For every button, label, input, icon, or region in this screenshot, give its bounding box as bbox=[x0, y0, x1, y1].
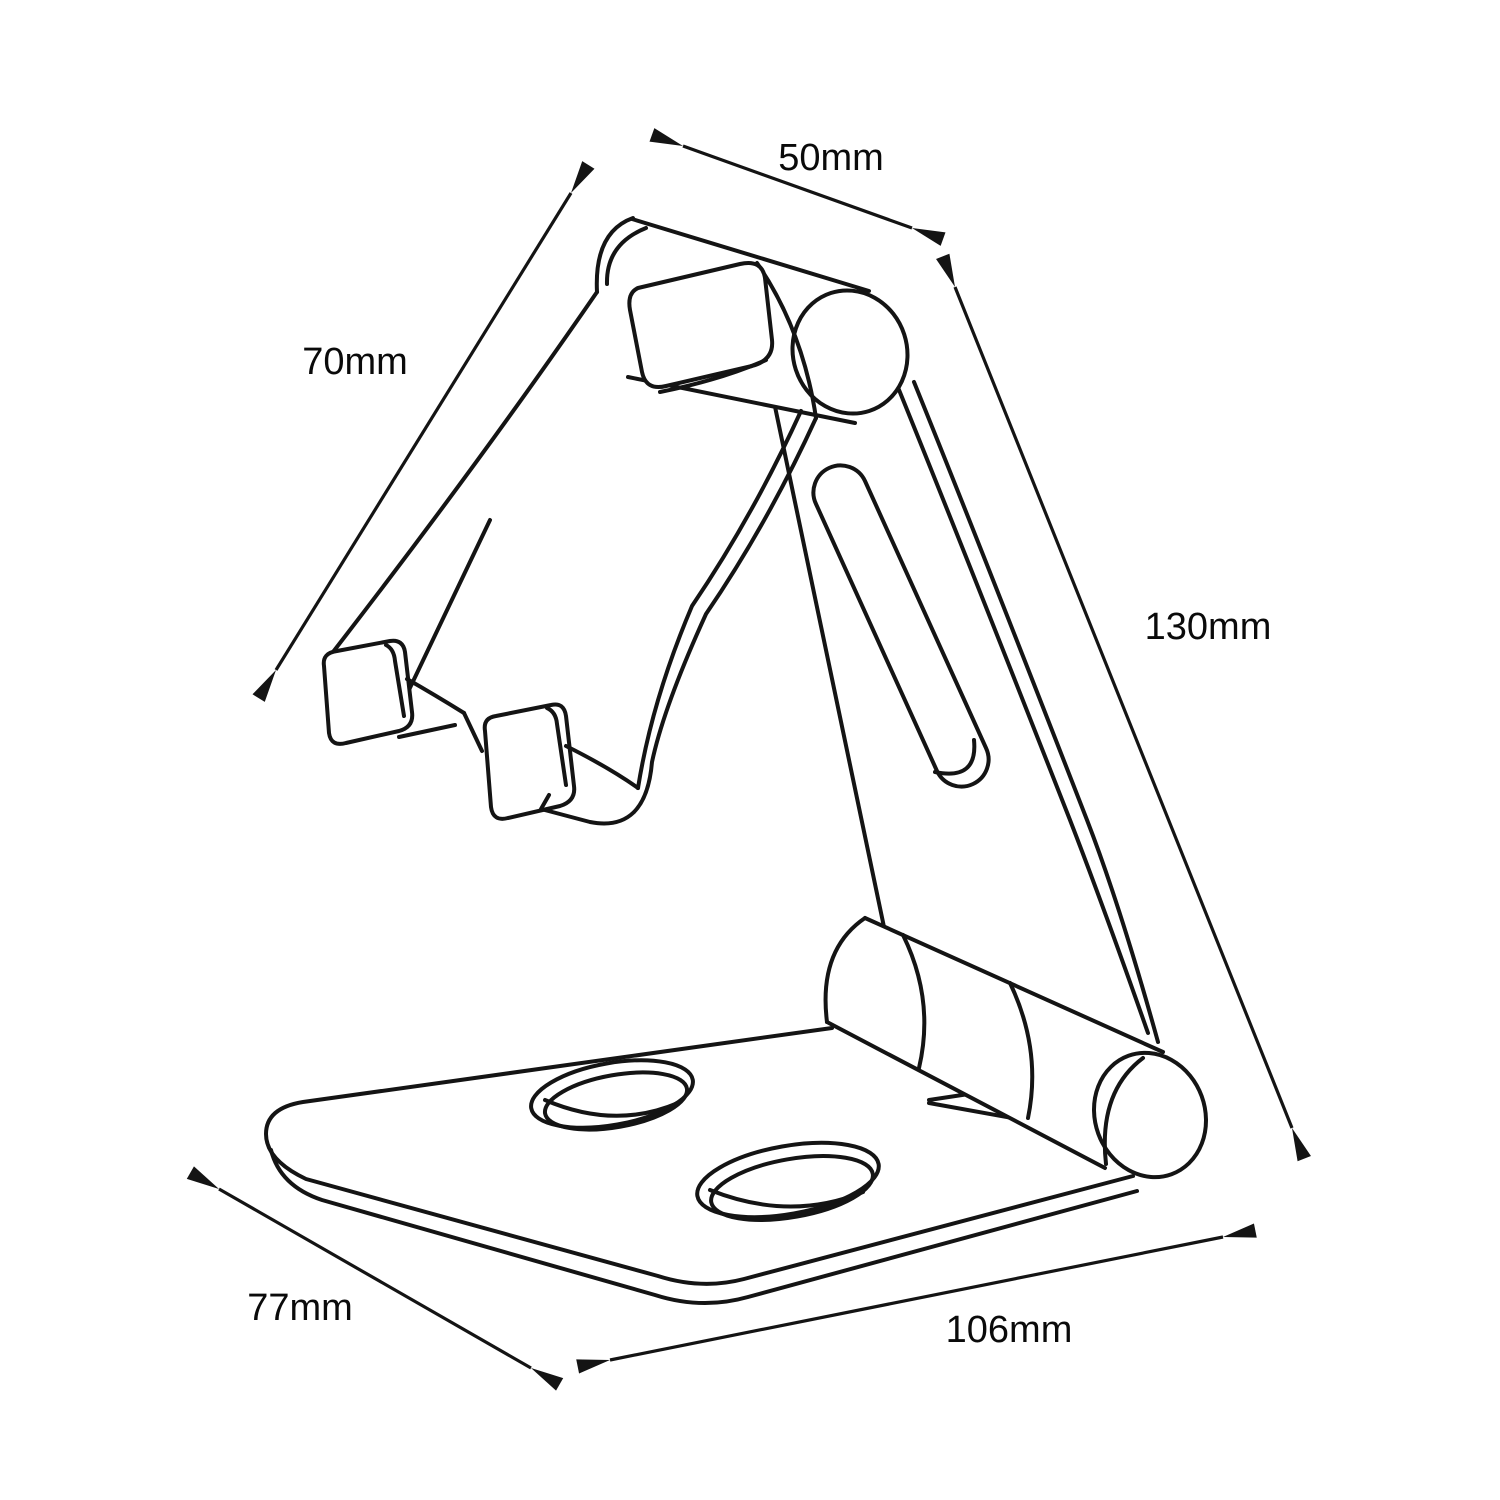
dimension-arrow-77mm bbox=[186, 1166, 564, 1391]
front-plate-lip-crease bbox=[405, 518, 492, 696]
dimension-arrow-50mm bbox=[649, 128, 946, 246]
dimension-arrow-130mm bbox=[936, 253, 1311, 1162]
bottom-hinge-segment-line-1 bbox=[901, 933, 927, 1070]
dimension-label-70mm: 70mm bbox=[302, 341, 408, 383]
dimension-base-depth: 77mm bbox=[186, 1166, 564, 1391]
base-hole-lower bbox=[695, 1140, 881, 1222]
dimension-hinge-width: 50mm bbox=[649, 128, 946, 246]
hook-tab-left bbox=[321, 638, 484, 753]
top-hinge bbox=[612, 217, 910, 425]
phone-hooks bbox=[321, 638, 640, 821]
front-plate-fold-outer bbox=[594, 216, 635, 294]
dimension-callouts: 50mm 70mm 130mm 77mm 106mm bbox=[186, 128, 1311, 1391]
base-hole-upper bbox=[529, 1058, 695, 1132]
bottom-hinge-left-end bbox=[823, 916, 867, 1024]
top-hinge-wrap-edge bbox=[755, 261, 818, 420]
front-plate-right-edge-outer bbox=[539, 416, 818, 826]
dimension-label-106mm: 106mm bbox=[946, 1309, 1073, 1351]
back-leg-left-edge bbox=[767, 376, 886, 929]
dimension-arrow-106mm bbox=[576, 1223, 1257, 1374]
dimension-label-130mm: 130mm bbox=[1145, 606, 1272, 648]
dimension-back-leg: 130mm bbox=[936, 253, 1311, 1162]
top-hinge-end-cap bbox=[790, 288, 910, 416]
dimension-arrow-70mm bbox=[252, 161, 595, 702]
dimension-label-77mm: 77mm bbox=[247, 1287, 353, 1329]
dimension-label-50mm: 50mm bbox=[778, 137, 884, 179]
front-plate-fold-inner bbox=[604, 226, 648, 286]
back-leg bbox=[758, 350, 1162, 1058]
dimension-holder-plate: 70mm bbox=[252, 161, 595, 702]
front-plate-right-edge-inner bbox=[636, 409, 803, 790]
dimension-base-width: 106mm bbox=[576, 1223, 1257, 1374]
hook-tab-right bbox=[482, 702, 640, 821]
top-hinge-notch bbox=[627, 261, 775, 394]
